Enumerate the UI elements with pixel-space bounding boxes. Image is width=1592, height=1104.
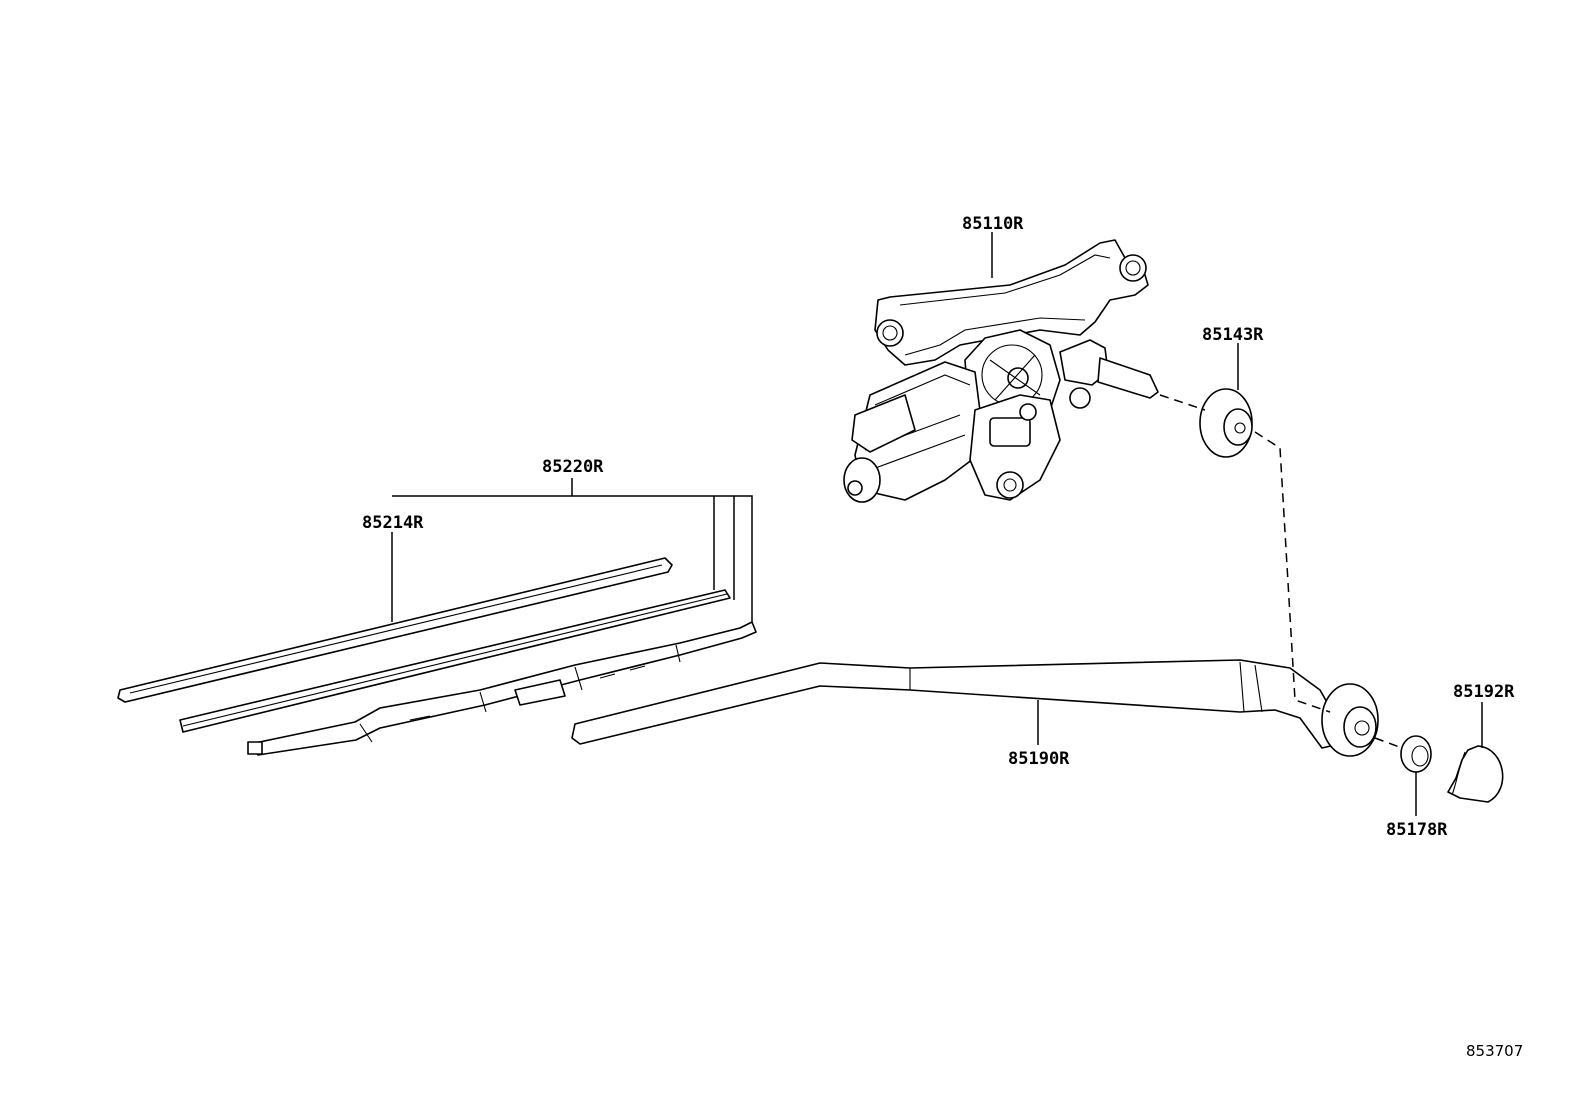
- part-label-85220: 85220R: [542, 457, 604, 477]
- assembly-guide-lines: [1159, 394, 1403, 749]
- wiper-motor-assembly[interactable]: [843, 239, 1159, 503]
- part-label-85192: 85192R: [1453, 682, 1515, 702]
- wiper-blade-backing[interactable]: [179, 589, 731, 733]
- part-label-85214: 85214R: [362, 513, 424, 533]
- wiper-blade-frame[interactable]: [247, 621, 757, 756]
- pivot-cap[interactable]: [1199, 388, 1253, 458]
- pivot-cover[interactable]: [1447, 745, 1504, 803]
- part-label-85110: 85110R: [962, 214, 1024, 234]
- part-label-85143: 85143R: [1202, 325, 1264, 345]
- part-label-85178: 85178R: [1386, 820, 1448, 840]
- wiper-refill-strip[interactable]: [117, 557, 673, 703]
- wiper-arm[interactable]: [571, 659, 1379, 757]
- diagram-reference-number: 853707: [1466, 1042, 1523, 1060]
- pivot-nut[interactable]: [1400, 735, 1432, 773]
- leader-lines: [391, 232, 1483, 816]
- part-label-85190: 85190R: [1008, 749, 1070, 769]
